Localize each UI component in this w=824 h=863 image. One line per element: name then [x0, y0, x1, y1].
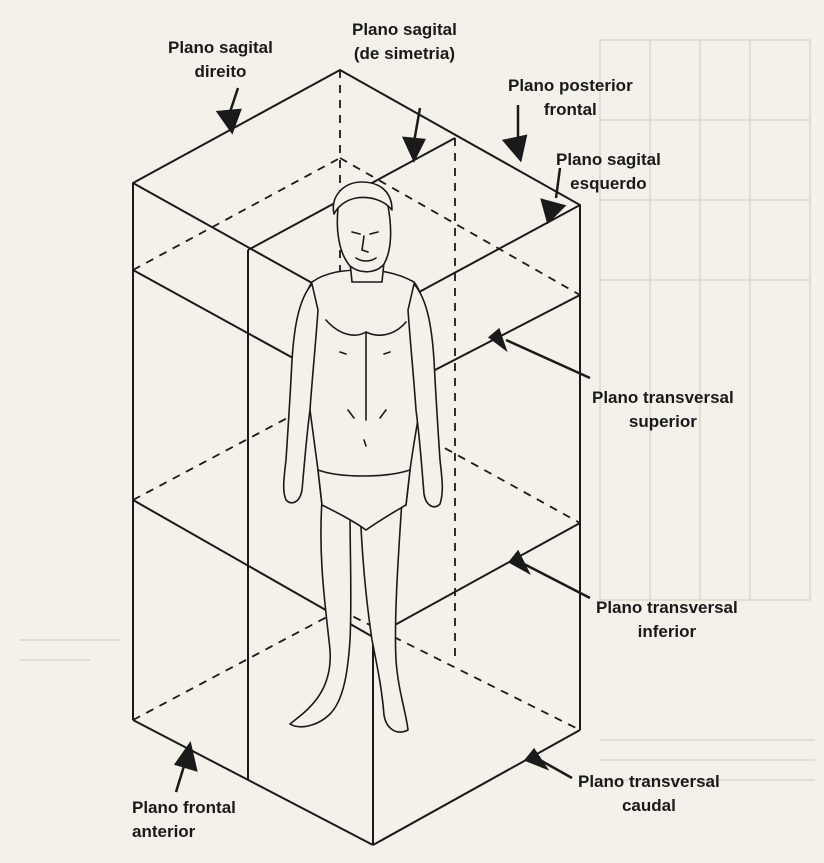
label-sagital-direito-line2: direito	[168, 60, 273, 84]
label-transversal-inferior-line2: inferior	[596, 620, 738, 644]
arrow-transversal-caudal	[526, 750, 572, 778]
label-transversal-superior: Plano transversal superior	[592, 386, 734, 434]
label-transversal-inferior-line1: Plano transversal	[596, 596, 738, 620]
hidden-top-diag	[133, 158, 340, 270]
arrow-transversal-inferior	[510, 552, 590, 598]
hidden-bottom-diag	[133, 610, 340, 720]
label-transversal-inferior: Plano transversal inferior	[596, 596, 738, 644]
label-posterior-frontal: Plano posterior frontal	[508, 74, 633, 122]
edge-bottom-front-right	[373, 730, 580, 845]
label-transversal-caudal: Plano transversal caudal	[578, 770, 720, 818]
label-posterior-frontal-line1: Plano posterior	[508, 74, 633, 98]
arrow-transversal-superior	[489, 329, 590, 378]
figure-right-leg	[360, 500, 408, 732]
figure-left-leg	[290, 500, 351, 727]
label-transversal-superior-line2: superior	[592, 410, 734, 434]
label-transversal-caudal-line1: Plano transversal	[578, 770, 720, 794]
label-frontal-anterior-line1: Plano frontal	[132, 796, 236, 820]
label-frontal-anterior-line2: anterior	[132, 820, 236, 844]
label-transversal-superior-line1: Plano transversal	[592, 386, 734, 410]
label-transversal-caudal-line2: caudal	[578, 794, 720, 818]
label-sagital-esquerdo-line1: Plano sagital	[556, 148, 661, 172]
label-sagital-direito: Plano sagital direito	[168, 36, 273, 84]
label-sagital-direito-line1: Plano sagital	[168, 36, 273, 60]
label-sagital-simetria-line2: (de simetria)	[352, 42, 457, 66]
label-frontal-anterior: Plano frontal anterior	[132, 796, 236, 844]
label-sagital-esquerdo: Plano sagital esquerdo	[556, 148, 661, 196]
standing-human-figure	[284, 182, 443, 732]
label-sagital-simetria: Plano sagital (de simetria)	[352, 18, 457, 66]
label-sagital-simetria-line1: Plano sagital	[352, 18, 457, 42]
label-posterior-frontal-line2: frontal	[508, 98, 633, 122]
label-sagital-esquerdo-line2: esquerdo	[556, 172, 661, 196]
